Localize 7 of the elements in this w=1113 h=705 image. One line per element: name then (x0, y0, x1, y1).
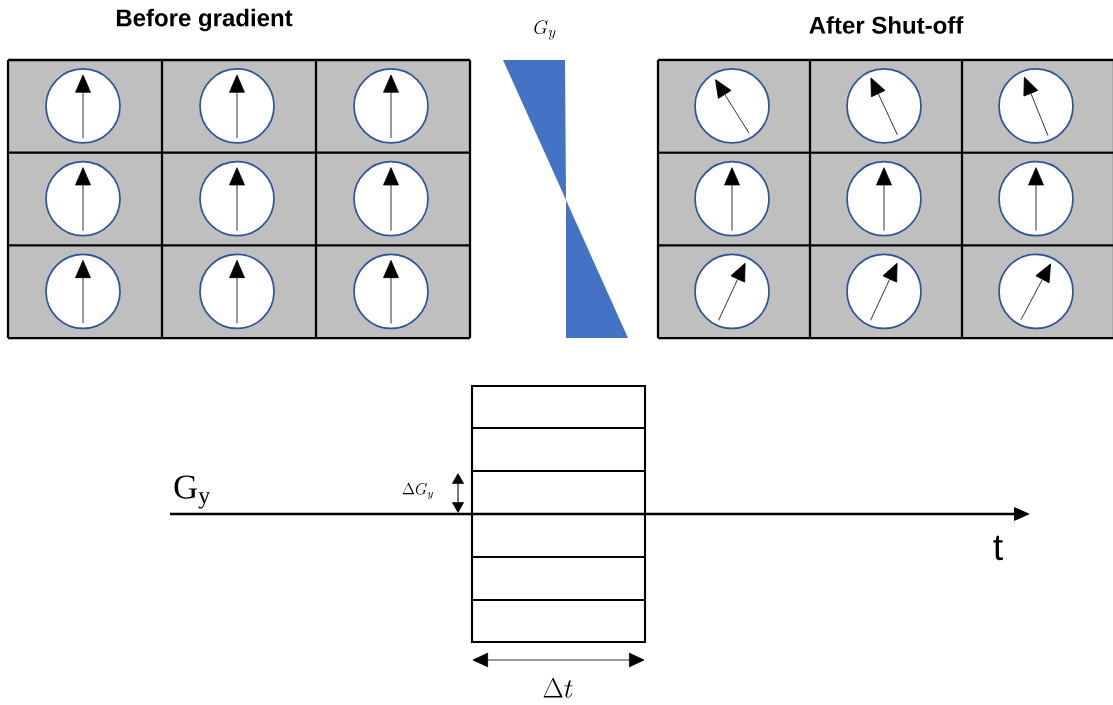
axis-label: G$_{y}$ (174, 475, 211, 509)
panel-heading: After Shut-off (809, 16, 964, 34)
step-label: $\Delta G_y$ (402, 482, 433, 499)
panel-heading: Before gradient (116, 8, 293, 32)
gradient-label: $G_y$ (534, 20, 556, 40)
duration-label: $\Delta t$ (543, 677, 573, 698)
axis-label: t (993, 535, 1003, 561)
